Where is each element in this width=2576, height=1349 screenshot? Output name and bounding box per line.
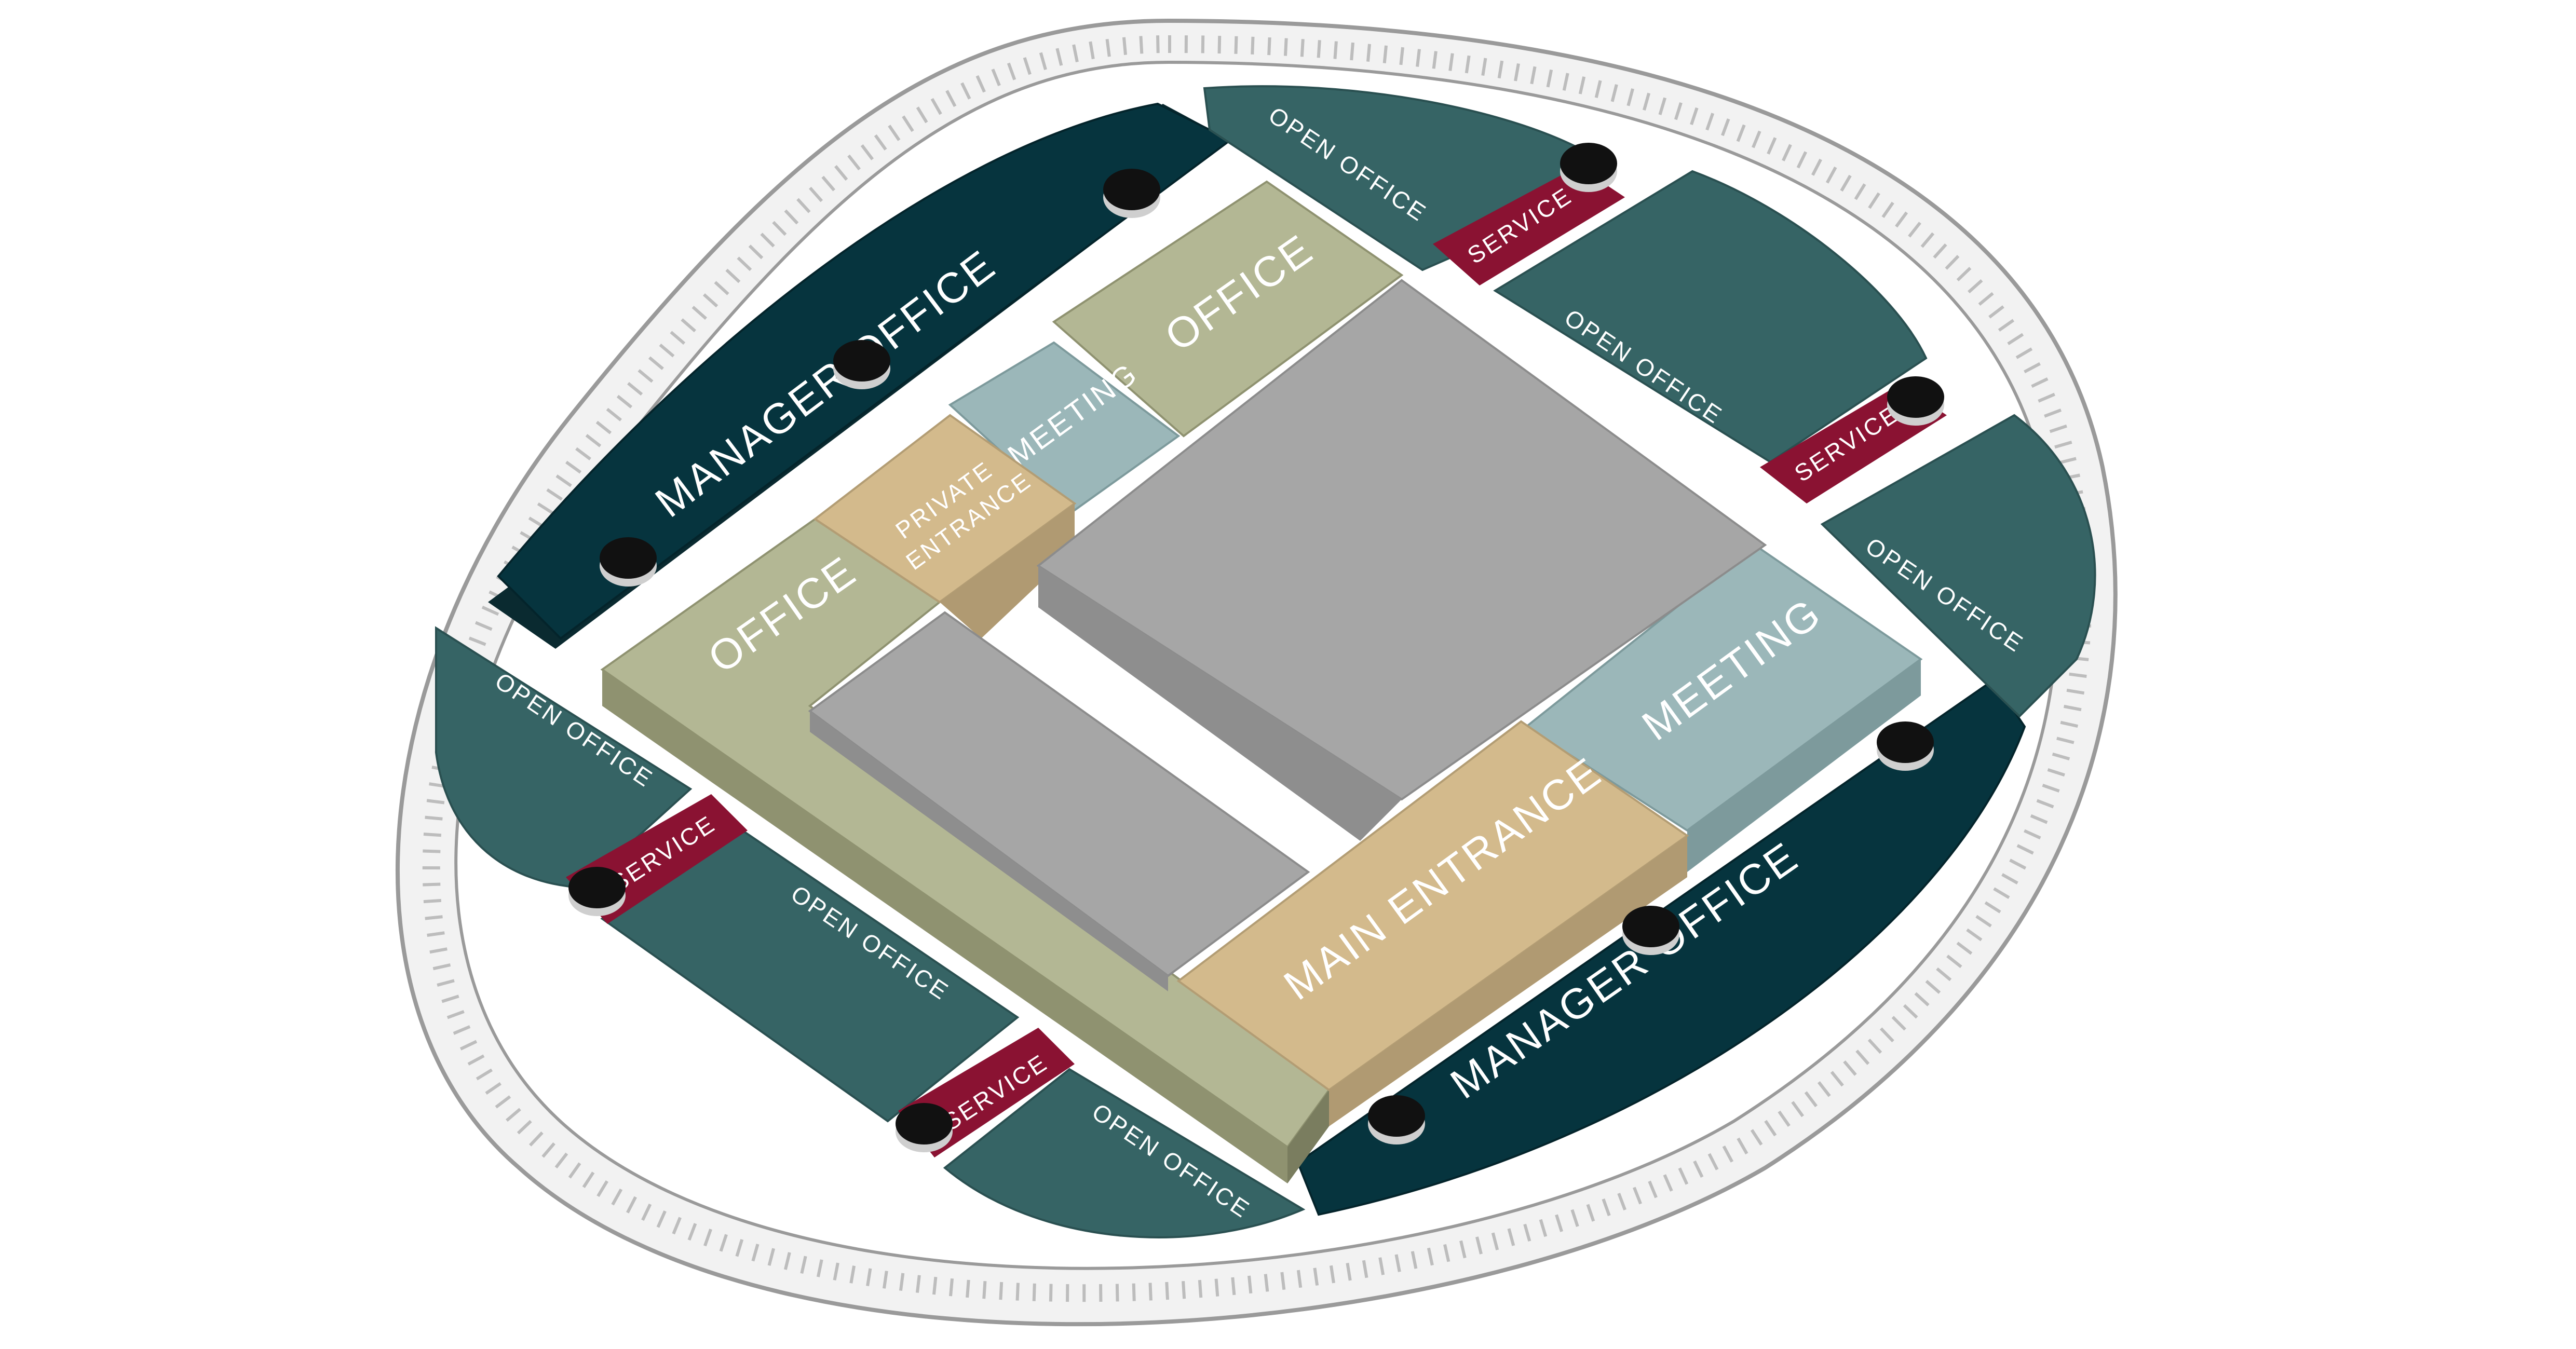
column-icon bbox=[600, 537, 657, 587]
column-icon bbox=[1887, 376, 1944, 426]
core-blocks bbox=[808, 279, 1767, 991]
column-icon bbox=[833, 340, 890, 389]
column-icon bbox=[1103, 169, 1160, 218]
structural-columns bbox=[568, 143, 1944, 1152]
meeting-zones: MEETING MEETING bbox=[948, 341, 1923, 872]
column-icon bbox=[568, 867, 626, 916]
column-icon bbox=[1622, 906, 1679, 955]
column-icon bbox=[1877, 721, 1934, 771]
column-icon bbox=[896, 1103, 953, 1152]
column-icon bbox=[1560, 143, 1617, 192]
column-icon bbox=[1368, 1095, 1425, 1144]
